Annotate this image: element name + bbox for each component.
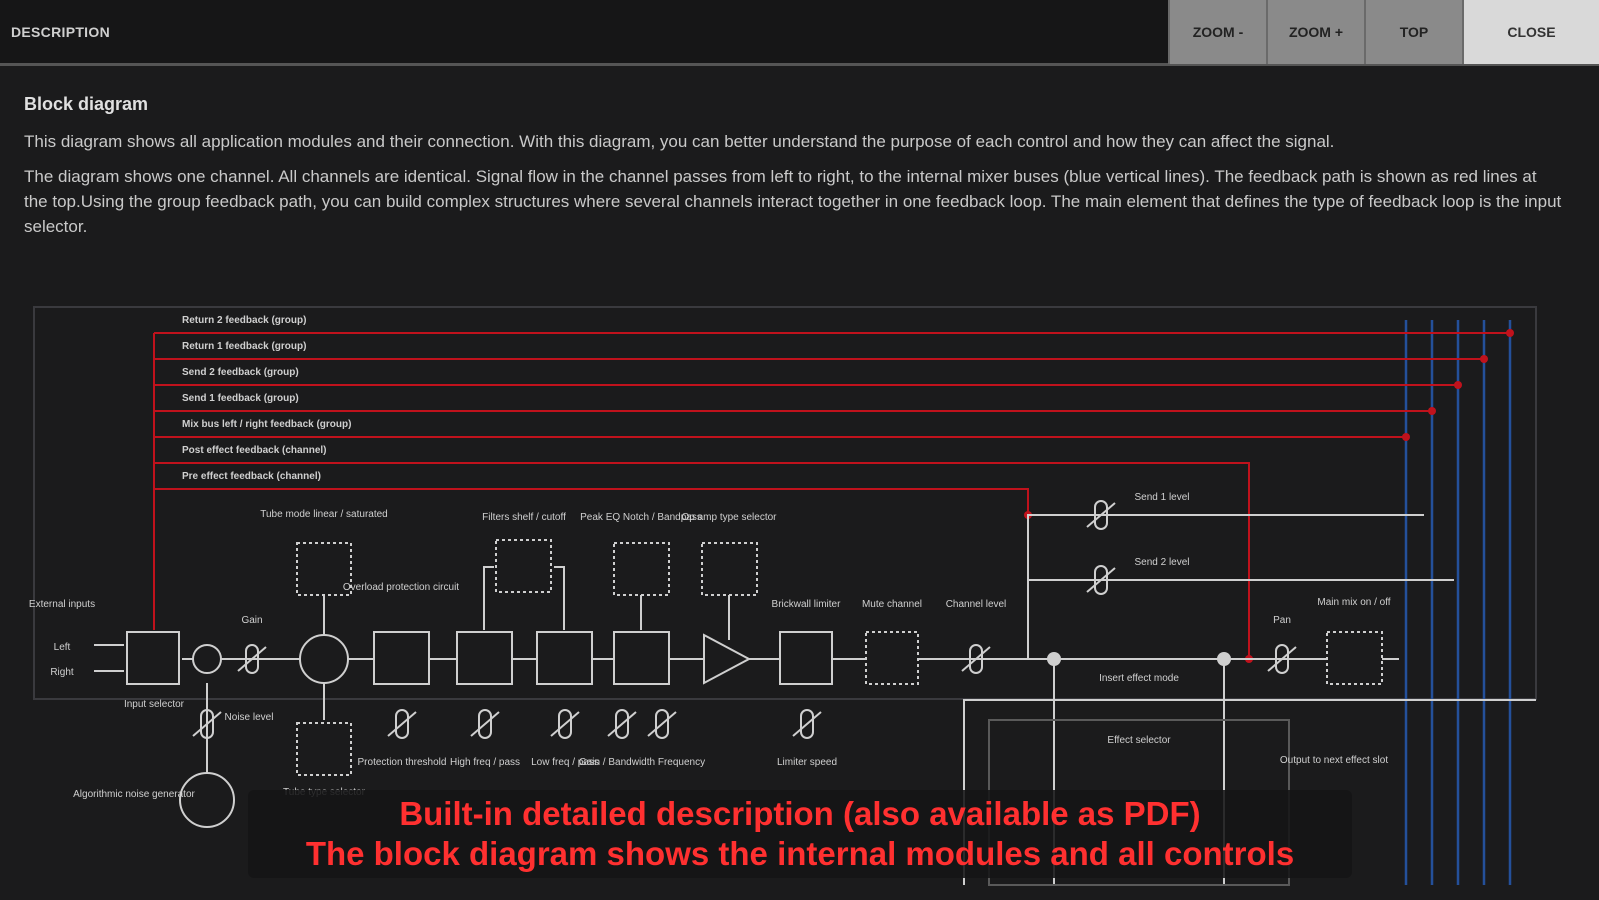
- gain-bandwidth-label: Gain / Bandwidth Frequency: [579, 757, 705, 768]
- feedback-paths: [153, 332, 1510, 659]
- op-amp-switch: [701, 542, 758, 596]
- caption-overlay: Built-in detailed description (also avai…: [248, 790, 1352, 878]
- peak-eq-switch: [613, 542, 670, 596]
- main-mix-label: Main mix on / off: [1317, 597, 1390, 608]
- close-button[interactable]: CLOSE: [1462, 0, 1599, 64]
- mute-block: [865, 631, 919, 685]
- limiter-block: [779, 631, 833, 685]
- op-amp-block: [703, 633, 752, 685]
- right-input-label: Right: [50, 667, 74, 678]
- section-heading: Block diagram: [24, 94, 149, 114]
- feedback-nodes: [1024, 329, 1514, 663]
- overload-block: [373, 631, 430, 685]
- insert-mode-label: Insert effect mode: [1099, 673, 1179, 684]
- diagram-frame: [33, 306, 1537, 700]
- low-filter-block: [536, 631, 593, 685]
- knobs: [192, 500, 1297, 739]
- limiter-speed-label: Limiter speed: [777, 757, 837, 768]
- send1-label: Send 1 level: [1134, 492, 1189, 503]
- caption-line-2: The block diagram shows the internal mod…: [305, 835, 1295, 872]
- top-button[interactable]: TOP: [1364, 0, 1462, 64]
- low-label: Low freq / pass: [531, 757, 599, 768]
- filters-label: Filters shelf / cutoff: [482, 512, 566, 523]
- top-bar: DESCRIPTION ZOOM - ZOOM + TOP CLOSE: [0, 0, 1599, 66]
- summing-node: [192, 644, 222, 674]
- feedback-label: Send 1 feedback (group): [182, 393, 299, 404]
- input-selector-block: [126, 631, 180, 685]
- overload-label: Overload protection circuit: [343, 582, 459, 593]
- peak-eq-block: [613, 631, 670, 685]
- page-title: DESCRIPTION: [11, 24, 110, 40]
- send2-label: Send 2 level: [1134, 557, 1189, 568]
- description-content: Block diagram This diagram shows all app…: [24, 94, 1564, 249]
- detail-paragraph: The diagram shows one channel. All chann…: [24, 167, 1562, 236]
- caption-line-1: Built-in detailed description (also avai…: [399, 795, 1201, 832]
- left-input-label: Left: [54, 642, 71, 653]
- op-amp-label: Op amp type selector: [681, 512, 777, 523]
- output-next-label: Output to next effect slot: [1280, 755, 1388, 766]
- block-diagram: Return 2 feedback (group) Return 1 feedb…: [29, 306, 1537, 886]
- main-mix-block: [1326, 631, 1383, 685]
- noise-level-label: Noise level: [225, 712, 274, 723]
- filter-mode-switch: [495, 539, 552, 593]
- tube-type-switch: [296, 722, 352, 776]
- tube-mode-label: Tube mode linear / saturated: [260, 509, 387, 520]
- zoom-out-button[interactable]: ZOOM -: [1168, 0, 1266, 64]
- high-label: High freq / pass: [450, 757, 520, 768]
- feedback-label: Post effect feedback (channel): [182, 445, 326, 456]
- feedback-label: Send 2 feedback (group): [182, 367, 299, 378]
- noise-generator-label: Algorithmic noise generator: [73, 789, 195, 800]
- external-inputs-label: External inputs: [29, 599, 95, 610]
- gain-label: Gain: [241, 615, 262, 626]
- intro-paragraph: This diagram shows all application modul…: [24, 132, 1335, 151]
- brickwall-label: Brickwall limiter: [772, 599, 842, 610]
- mixer-buses: [1404, 320, 1512, 885]
- effect-selector-label: Effect selector: [1107, 735, 1171, 746]
- tube-block: [299, 634, 349, 684]
- feedback-label: Pre effect feedback (channel): [182, 471, 321, 482]
- input-selector-label: Input selector: [124, 699, 185, 710]
- junctions: [1047, 652, 1231, 666]
- zoom-in-button[interactable]: ZOOM +: [1266, 0, 1364, 64]
- tube-mode-switch: [296, 542, 352, 596]
- channel-level-label: Channel level: [946, 599, 1007, 610]
- noise-generator-block: [179, 772, 235, 828]
- mute-label: Mute channel: [862, 599, 922, 610]
- feedback-label: Return 1 feedback (group): [182, 341, 306, 352]
- protection-threshold-label: Protection threshold: [358, 757, 447, 768]
- high-filter-block: [456, 631, 513, 685]
- feedback-label: Mix bus left / right feedback (group): [182, 419, 351, 430]
- feedback-label: Return 2 feedback (group): [182, 315, 306, 326]
- pan-label: Pan: [1273, 615, 1291, 626]
- peak-eq-label: Peak EQ Notch / Bandpass: [580, 512, 702, 523]
